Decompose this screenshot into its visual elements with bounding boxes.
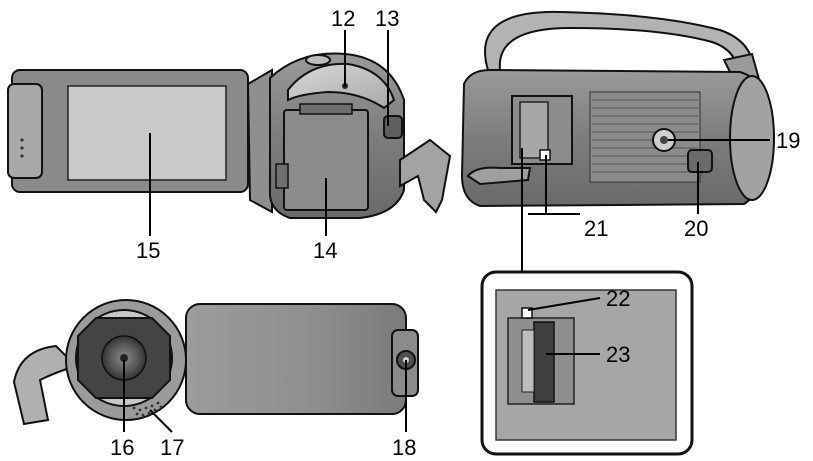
strap-side — [399, 138, 452, 214]
callout-17: 17 — [160, 435, 184, 460]
callout-12: 12 — [331, 6, 355, 31]
lcd-monitor-view — [7, 69, 249, 236]
side-button — [383, 115, 403, 139]
sd-card-edge — [521, 329, 535, 393]
callout-14: 14 — [313, 238, 337, 263]
strap-lower — [466, 166, 532, 186]
callout-19: 19 — [776, 128, 800, 153]
hinge-dot — [20, 138, 24, 142]
callout-16: 16 — [110, 435, 134, 460]
callout-18: 18 — [392, 435, 416, 460]
camcorder-bottom-view — [460, 10, 775, 272]
hinge-dot — [20, 146, 24, 150]
camera-top-button — [305, 54, 331, 66]
battery-top-tab — [299, 103, 353, 115]
camcorder-side-view — [246, 30, 452, 236]
access-lamp-detail — [521, 307, 533, 319]
lens-end — [729, 75, 775, 201]
tripod-receptacle-hole — [660, 136, 668, 144]
hinge-dot — [20, 154, 24, 158]
lens-highlight — [120, 354, 128, 362]
camcorder-front-view — [12, 299, 419, 433]
lcd-panel-closed — [185, 303, 407, 415]
lcd-hinge-side — [246, 68, 273, 214]
card-slot-detail — [480, 270, 694, 456]
lcd-monitor-hinge — [7, 83, 43, 179]
callout-13: 13 — [375, 6, 399, 31]
camera-top-cap — [287, 62, 396, 110]
callout-23: 23 — [606, 342, 630, 367]
callout-15: 15 — [136, 238, 160, 263]
sd-card — [533, 321, 555, 403]
vent-grille — [589, 91, 701, 183]
microphone-holes — [132, 401, 163, 417]
battery-release-lever — [687, 149, 713, 173]
card-slot-door — [519, 101, 549, 159]
battery-side-latch — [275, 163, 289, 189]
lcd-monitor-screen — [67, 85, 227, 181]
callout-22: 22 — [606, 286, 630, 311]
callout-20: 20 — [684, 216, 708, 241]
callout-21: 21 — [584, 216, 608, 241]
